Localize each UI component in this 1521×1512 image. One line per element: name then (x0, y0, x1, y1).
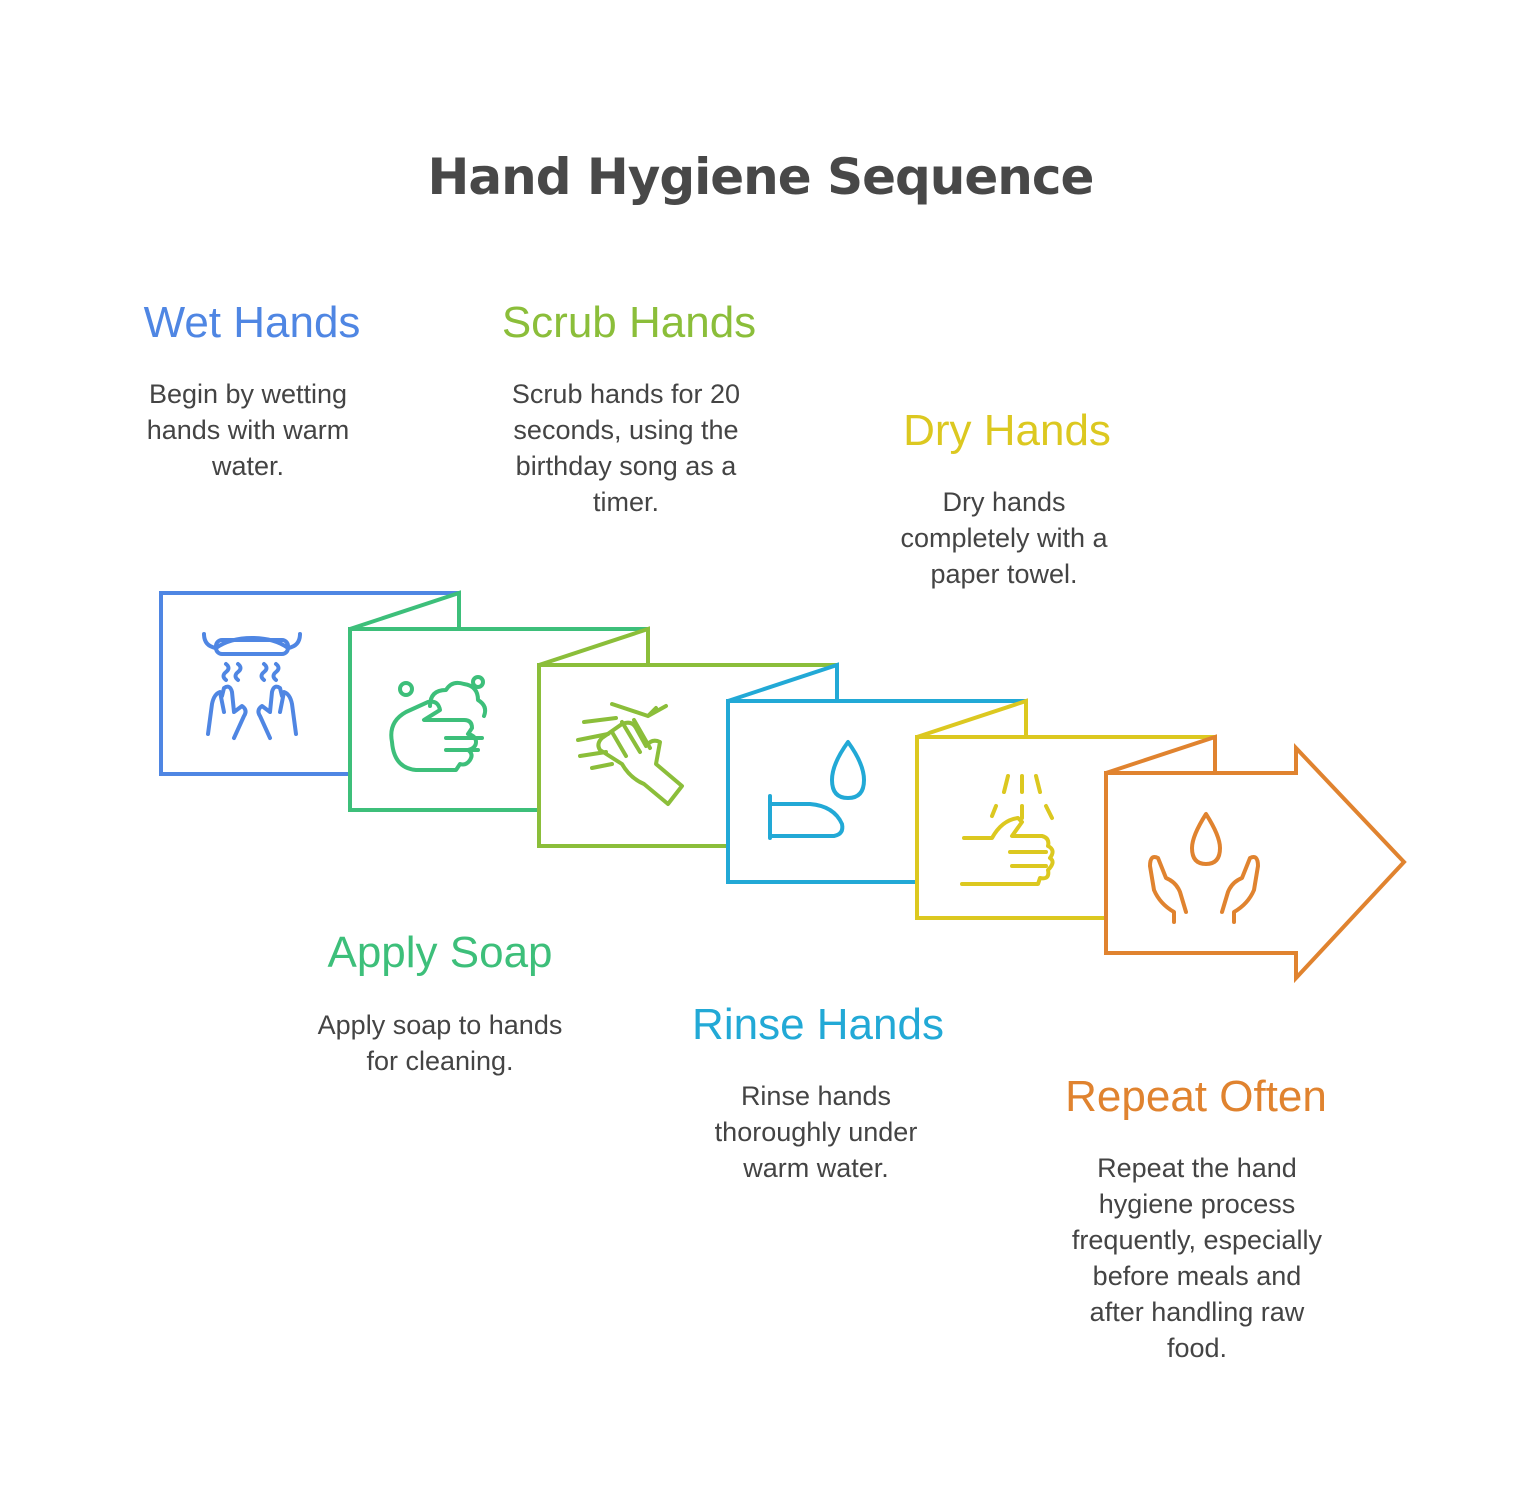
panel-repeat-often-arrow (1104, 734, 1407, 984)
page-title: Hand Hygiene Sequence (427, 148, 1095, 206)
step-desc-scrub-hands: Scrub hands for 20 seconds, using the bi… (511, 379, 741, 517)
step-title-wet-hands: Wet Hands (143, 298, 361, 347)
step-title-rinse-hands: Rinse Hands (692, 1000, 944, 1049)
step-title-apply-soap: Apply Soap (327, 928, 553, 977)
drop-hands-icon (1148, 812, 1260, 924)
hand-dryer-icon (202, 632, 302, 740)
step-desc-dry-hands: Dry hands completely with a paper towel. (900, 487, 1108, 589)
step-desc-rinse-hands: Rinse hands thoroughly under warm water. (714, 1081, 918, 1183)
soap-hand-icon (389, 675, 488, 772)
step-title-repeat-often: Repeat Often (1065, 1072, 1327, 1121)
step-desc-apply-soap: Apply soap to hands for cleaning. (317, 1010, 563, 1076)
dry-hand-spray-icon (960, 774, 1055, 886)
rinse-drop-icon (768, 740, 866, 840)
step-desc-wet-hands: Begin by wetting hands with warm water. (146, 379, 350, 481)
step-title-scrub-hands: Scrub Hands (501, 298, 757, 347)
step-title-dry-hands: Dry Hands (903, 406, 1111, 455)
scrub-hands-icon (576, 702, 684, 806)
step-desc-repeat-often: Repeat the hand hygiene process frequent… (1071, 1153, 1323, 1363)
